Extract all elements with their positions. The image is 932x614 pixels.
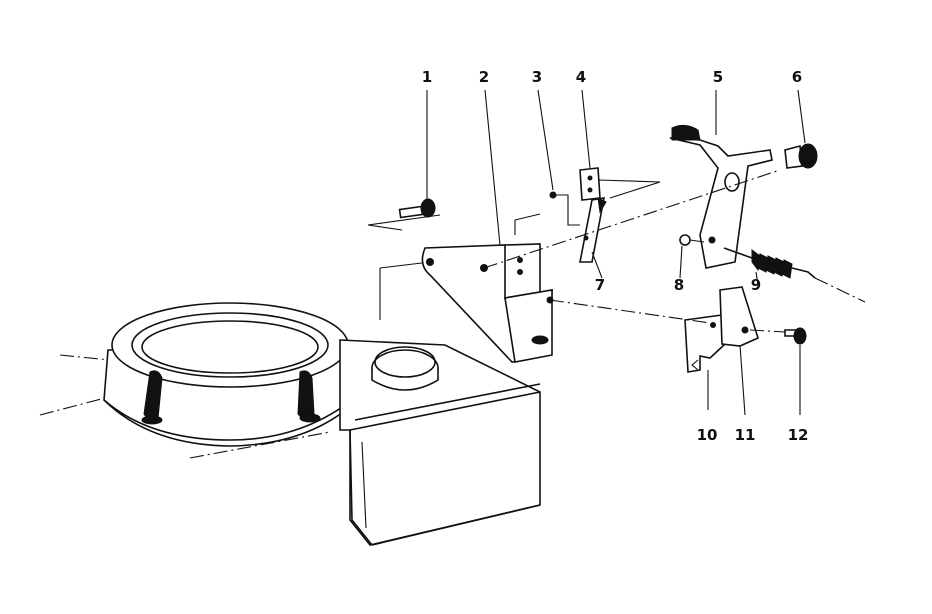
callout-4: 4	[576, 68, 586, 86]
air-cleaner-housing	[39, 302, 353, 459]
part-6-pivot-screw	[784, 89, 818, 169]
callout-2: 2	[479, 68, 489, 86]
callout-7: 7	[595, 276, 605, 294]
part-3-small-screw	[537, 89, 580, 226]
callout-9: 9	[751, 276, 761, 294]
callout-1: 1	[422, 68, 432, 86]
alignment-lines	[483, 169, 786, 333]
callout-11: 11	[735, 426, 756, 444]
part-9-spring-cable	[723, 247, 866, 303]
part-4-control-plate	[579, 89, 661, 201]
part-10-11-linkage-plates	[684, 286, 759, 416]
part-12-screw	[784, 327, 807, 415]
callout-10: 10	[697, 426, 718, 444]
part-8-ball	[679, 234, 705, 279]
part-5-throttle-lever	[669, 90, 773, 269]
fuel-tank	[339, 339, 541, 546]
callout-5: 5	[713, 68, 723, 86]
part-1-screw	[367, 90, 441, 231]
callout-6: 6	[792, 68, 802, 86]
part-7-governor-link	[579, 197, 607, 279]
callout-3: 3	[532, 68, 542, 86]
callout-labels: 1 2 3 4 5 6 7 8 9 10 11 12	[422, 68, 809, 444]
part-2-mounting-bracket	[379, 89, 554, 363]
callout-12: 12	[788, 426, 809, 444]
callout-8: 8	[674, 276, 684, 294]
